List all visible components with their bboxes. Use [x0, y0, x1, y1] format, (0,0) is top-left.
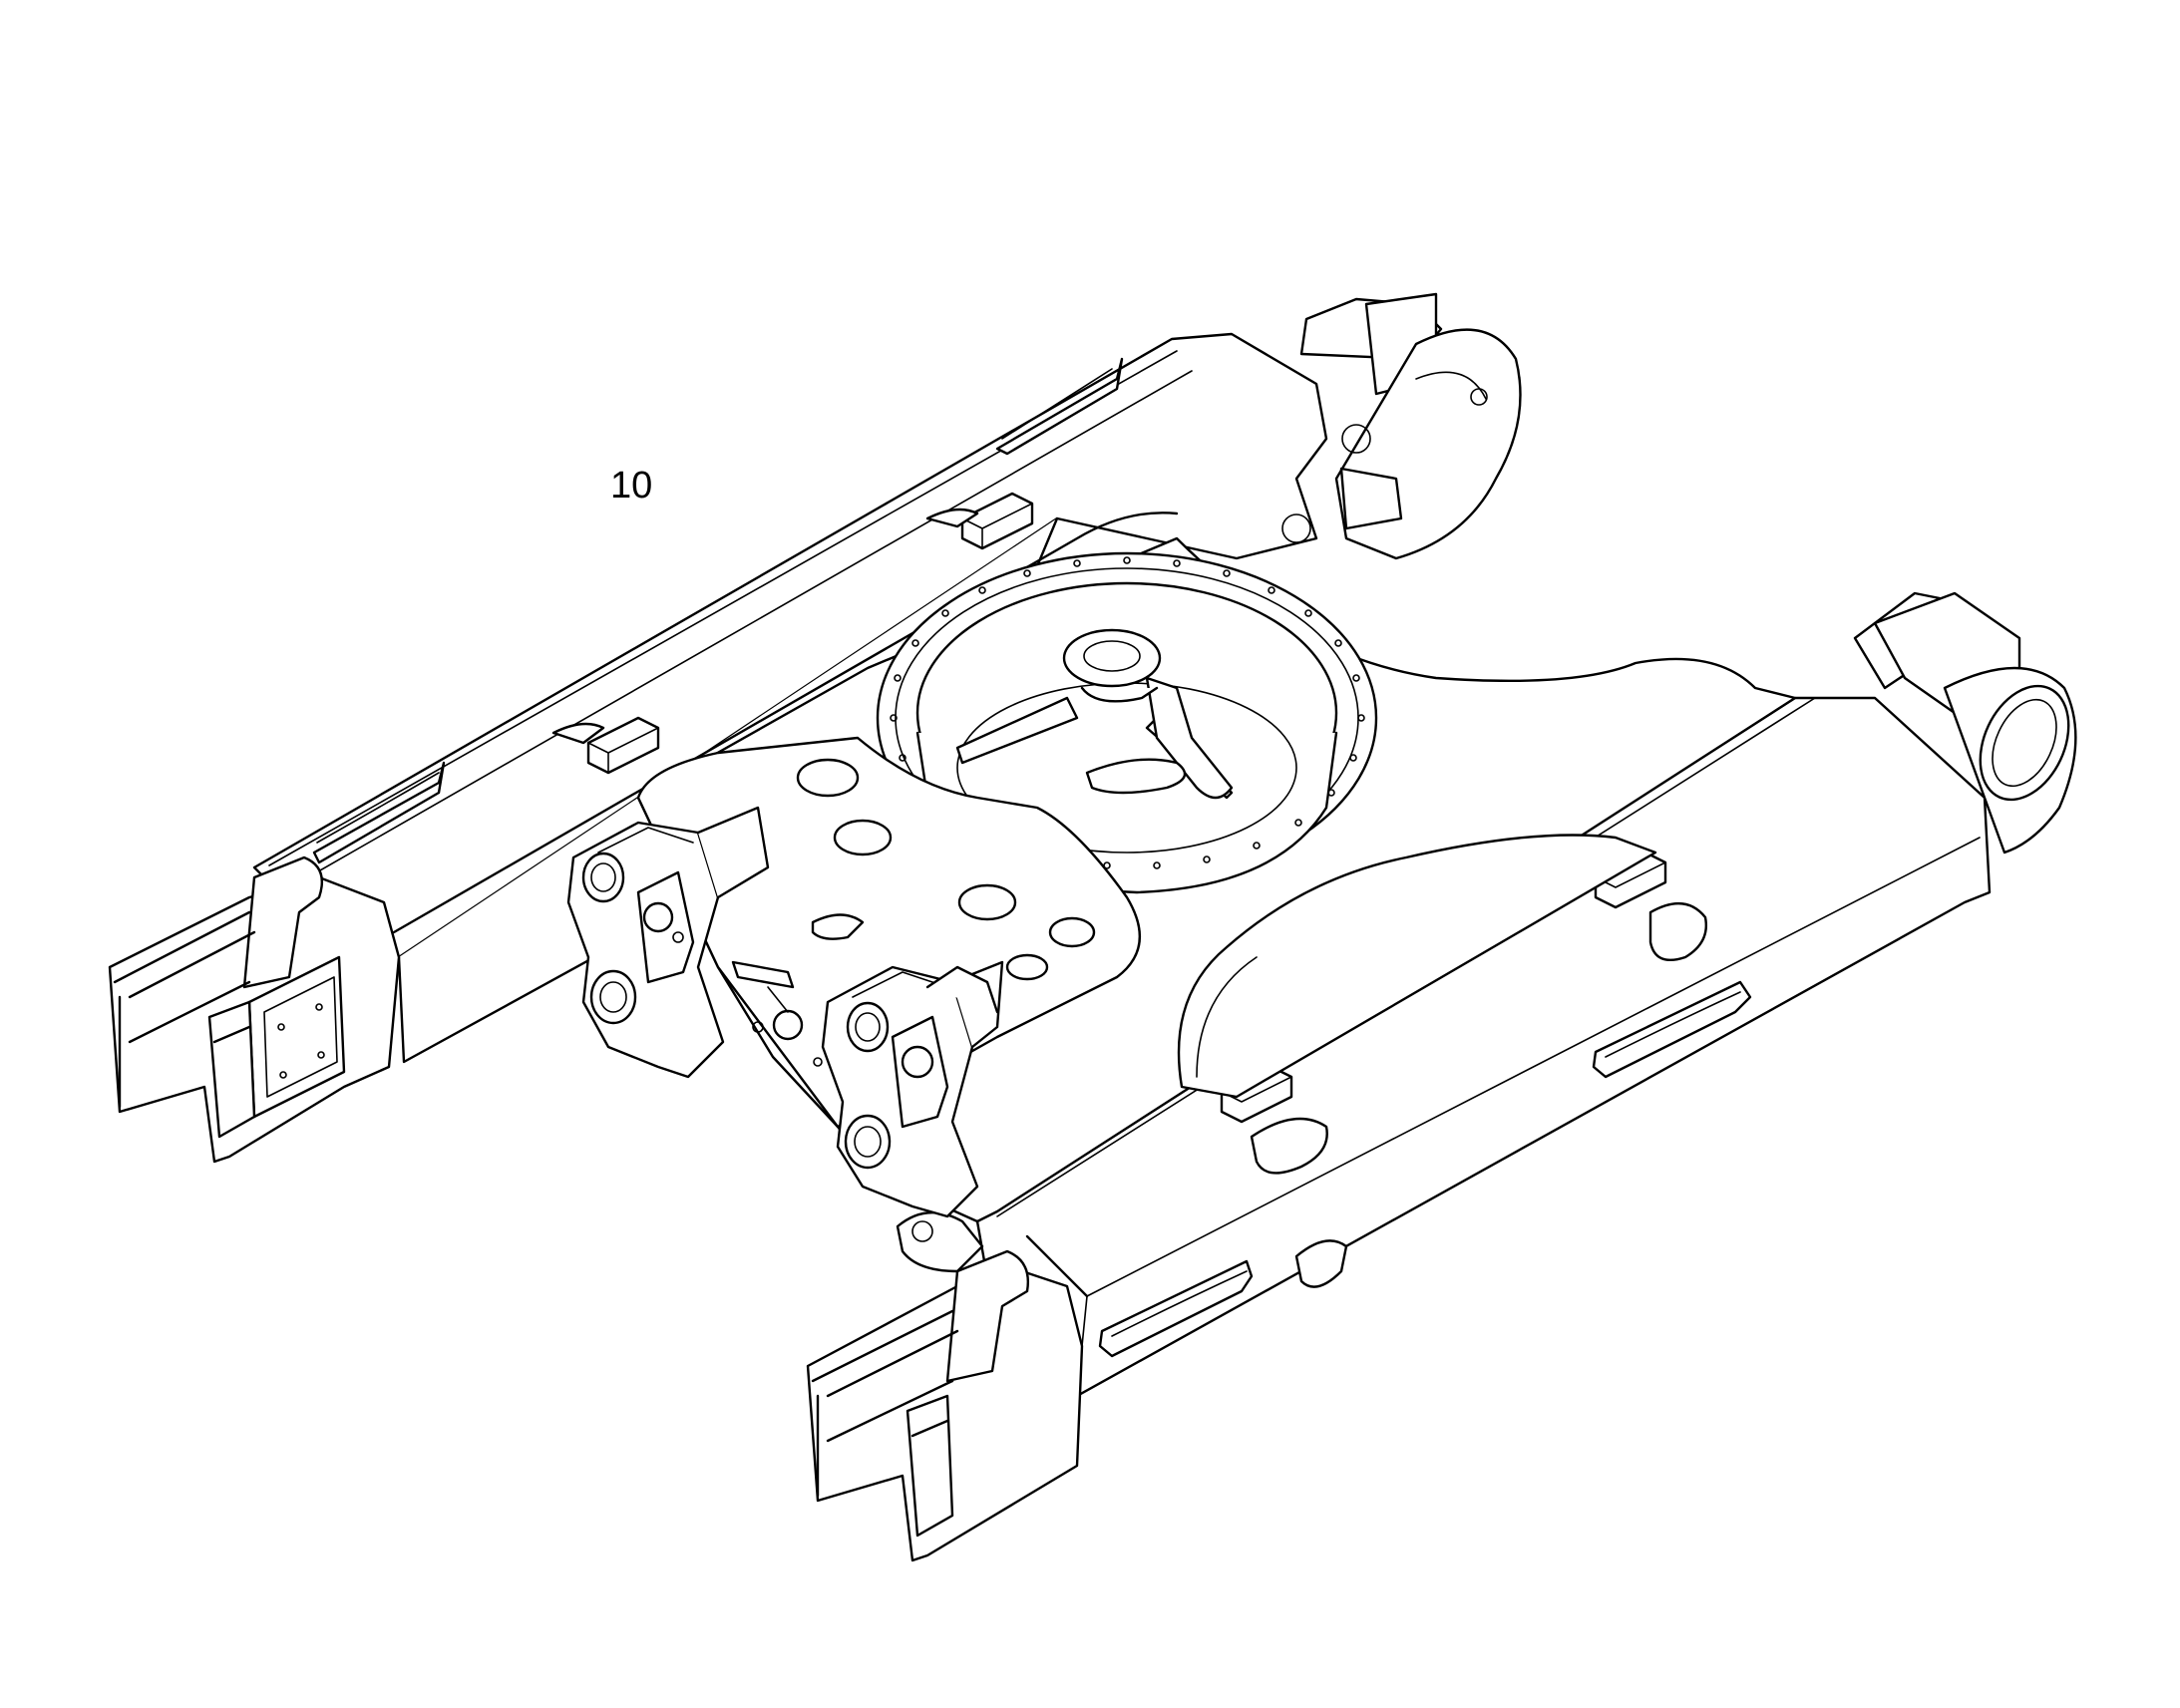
blade-bracket-left: [566, 806, 770, 1079]
right-frame-front-end: [806, 1210, 1084, 1562]
callout-label-10: 10: [610, 465, 653, 507]
blade-bracket-right: [821, 960, 1004, 1218]
left-frame-track-guides: [312, 357, 1124, 864]
right-frame-rear-end: [1853, 591, 2077, 854]
left-frame-front-end: [108, 855, 401, 1164]
left-frame-rear-end: [1281, 292, 1522, 560]
center-fitting: [731, 960, 823, 1067]
right-frame-track-guides: [1098, 980, 1752, 1358]
left-frame-pads: [551, 492, 1034, 775]
right-frame-pads: [1220, 851, 1707, 1288]
